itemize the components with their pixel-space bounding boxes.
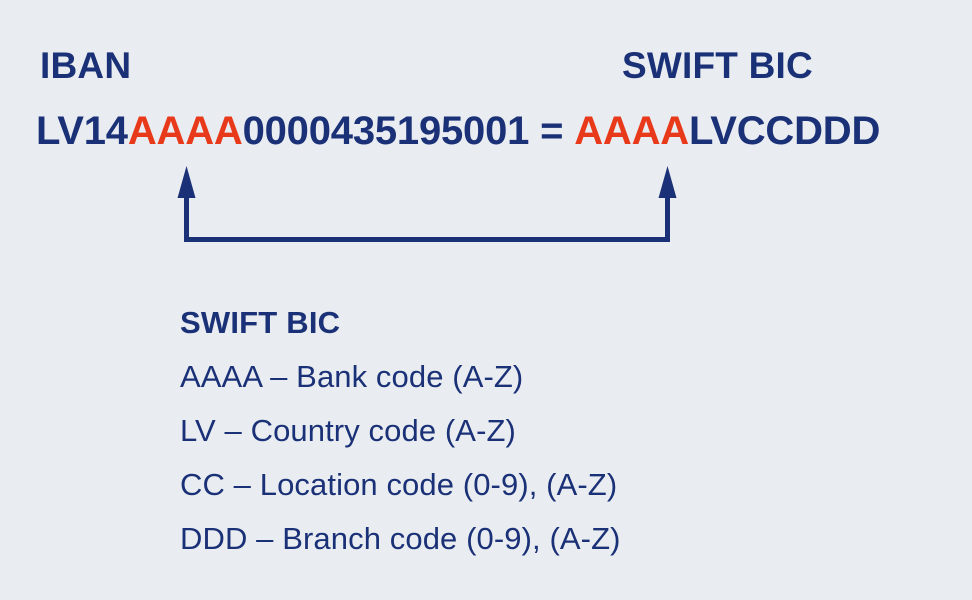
swift-bic-heading: SWIFT BIC [622,45,813,86]
legend-item-bank-code: AAAA – Bank code (A-Z) [180,359,524,394]
iban-heading: IBAN [40,45,132,86]
legend-item-country-code: LV – Country code (A-Z) [180,413,516,448]
code-line: LV14 AAAA 0000435195001 = AAAA LVCCDDD [36,105,880,157]
iban-bank-code-segment: AAAA [127,109,243,153]
bracket-right-stem [665,194,670,242]
legend-item-location-code: CC – Location code (0-9), (A-Z) [180,467,618,502]
bank-code-link-bracket [177,166,677,242]
legend-item-branch-code: DDD – Branch code (0-9), (A-Z) [180,521,621,556]
arrow-up-icon-left [177,166,196,198]
legend-title: SWIFT BIC [180,305,341,340]
bic-bank-code-segment: AAAA [574,109,689,153]
bracket-left-stem [184,194,189,242]
swift-bic-legend: SWIFT BIC AAAA – Bank code (A-Z) LV – Co… [180,296,621,566]
bic-country-location-branch-segment: LVCCDDD [688,109,881,153]
iban-country-check-segment: LV14 [36,109,128,153]
arrow-up-icon-right [658,166,677,198]
equals-sign: = [529,109,575,153]
iban-account-number-segment: 0000435195001 [242,109,530,153]
bracket-bottom-bar [184,237,670,242]
